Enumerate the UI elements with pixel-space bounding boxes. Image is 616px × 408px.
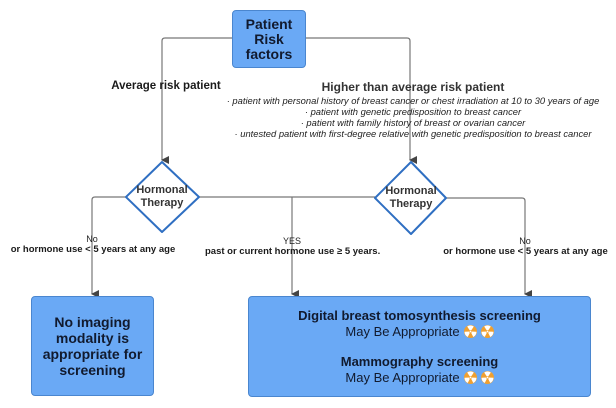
yes-answer: YES	[282, 236, 301, 246]
decision-diamond-left	[125, 161, 200, 233]
no-imaging-line-1: No imaging	[54, 314, 131, 330]
criteria-item: · patient with personal history of breas…	[226, 95, 600, 106]
mammography-screening-rating: May Be Appropriate	[345, 369, 494, 386]
decision-right-label: Hormonal Therapy	[381, 185, 441, 211]
yes-condition: past or current hormone use ≥ 5 years.	[205, 246, 381, 257]
left-no-answer: No	[86, 234, 98, 244]
decision-right-line-2: Therapy	[389, 198, 433, 210]
decision-left-label: Hormonal Therapy	[132, 184, 192, 210]
higher-risk-label: Higher than average risk patient	[321, 80, 505, 94]
radiation-icon	[480, 325, 494, 338]
mammography-screening-title: Mammography screening	[340, 353, 499, 369]
left-no-condition: or hormone use < 5 years at any age	[10, 244, 176, 255]
decision-diamond-right	[374, 161, 447, 235]
decision-left-line-2: Therapy	[140, 197, 184, 209]
criteria-item: · patient with family history of breast …	[300, 117, 526, 128]
dbt-screening-title: Digital breast tomosynthesis screening	[298, 307, 541, 323]
patient-risk-factors-node: Patient Risk factors	[232, 10, 306, 68]
dbt-rating-text: May Be Appropriate	[345, 323, 460, 339]
dbt-screening-rating: May Be Appropriate	[345, 323, 494, 340]
root-line-1: Patient	[245, 15, 293, 32]
higher-risk-criteria: · patient with personal history of breas…	[223, 95, 603, 139]
no-imaging-line-3: appropriate for	[42, 346, 143, 362]
criteria-item: · patient with genetic predisposition to…	[304, 106, 522, 117]
right-no-answer: No	[519, 236, 531, 246]
decision-right-line-1: Hormonal	[385, 185, 437, 197]
no-imaging-line-4: screening	[59, 362, 126, 378]
no-imaging-outcome-node: No imaging modality is appropriate for s…	[31, 296, 154, 396]
decision-left-line-1: Hormonal	[136, 184, 188, 196]
no-imaging-line-2: modality is	[55, 330, 130, 346]
radiation-icon	[480, 371, 494, 384]
criteria-item: · untested patient with first-degree rel…	[234, 128, 592, 139]
screening-outcome-node: Digital breast tomosynthesis screening M…	[248, 296, 591, 397]
right-no-condition: or hormone use < 5 years at any age	[443, 246, 608, 257]
mammography-rating-text: May Be Appropriate	[345, 369, 460, 385]
root-line-2: Risk	[254, 30, 284, 47]
root-line-3: factors	[245, 45, 293, 62]
average-risk-label: Average risk patient	[111, 80, 221, 92]
radiation-icon	[463, 325, 477, 338]
radiation-icon	[463, 371, 477, 384]
